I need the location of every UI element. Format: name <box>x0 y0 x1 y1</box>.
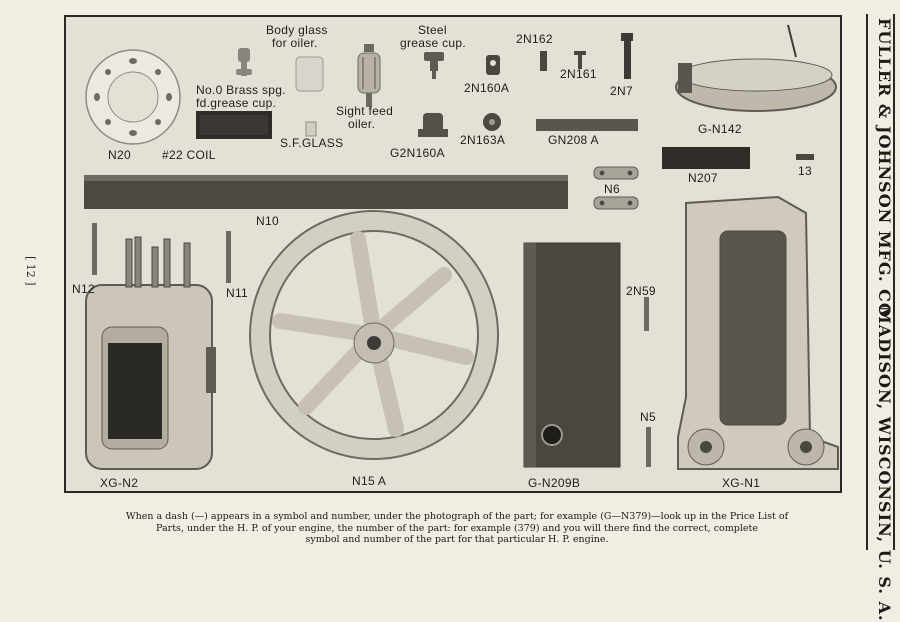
company-name: FULLER & JOHNSON MFG. CO. <box>875 18 894 324</box>
brackets-n6 <box>593 166 639 210</box>
catalog-page: [ 12 ] <box>24 14 895 622</box>
pin-13 <box>796 154 814 160</box>
label-sight-feed-1: Sight feed <box>336 104 394 118</box>
label-gn208a: GN208 A <box>548 133 599 147</box>
label-n20: N20 <box>108 148 131 162</box>
sf-glass <box>305 121 317 137</box>
tank-gn209b <box>523 242 621 468</box>
label-n12: N12 <box>72 282 95 296</box>
pin-2n162 <box>540 51 547 71</box>
pin-2n59 <box>644 297 649 331</box>
page-number: [ 12 ] <box>24 256 37 286</box>
sidebar-rule-left <box>866 14 868 550</box>
label-2n7: 2N7 <box>610 84 633 98</box>
sidebar-rule-right <box>893 14 895 550</box>
label-n11: N11 <box>226 286 249 300</box>
label-n10: N10 <box>256 214 279 228</box>
part-g2n160a <box>418 113 448 137</box>
footnote-line-1: When a dash (—) appears in a symbol and … <box>125 511 789 522</box>
label-n15a: N15 A <box>352 474 387 488</box>
sight-feed-oiler <box>357 44 381 107</box>
grease-cup-small <box>236 48 252 76</box>
label-g2n160a: G2N160A <box>390 146 445 160</box>
label-no0-brass-2: fd.grease cup. <box>196 96 277 110</box>
bolt-2n7 <box>621 33 633 79</box>
label-2n161: 2N161 <box>560 67 597 81</box>
label-2n59: 2N59 <box>626 284 656 298</box>
company-location: MADISON, WISCONSIN, U. S. A. <box>875 306 894 622</box>
steel-grease-cup <box>424 52 444 79</box>
flywheel-n15a <box>249 210 499 460</box>
parts-photo-plate: Body glass for oiler. Steel grease cup. … <box>64 15 842 493</box>
label-n5: N5 <box>640 410 656 424</box>
label-gn209b: G-N209B <box>528 476 581 490</box>
cylinder-head-xgn2 <box>85 236 216 470</box>
label-xgn2: XG-N2 <box>100 476 139 490</box>
label-2n163a: 2N163A <box>460 133 506 147</box>
bar-gn208a <box>536 119 638 131</box>
label-xgn1: XG-N1 <box>722 476 761 490</box>
parts-illustration <box>84 24 839 470</box>
pin-n12 <box>92 223 97 275</box>
label-2n160a: 2N160A <box>464 81 510 95</box>
label-steel: Steel <box>418 23 447 37</box>
label-sf-glass: S.F.GLASS <box>280 136 344 150</box>
screw-2n161 <box>574 51 586 69</box>
label-sight-feed-2: oiler. <box>348 117 376 131</box>
footnote-line-3: symbol and number of the part for that p… <box>305 534 609 545</box>
footnote-line-2: Parts, under the H. P. of your engine, t… <box>156 522 758 534</box>
label-2n162: 2N162 <box>516 32 553 46</box>
pin-n11 <box>226 231 231 283</box>
label-for-oiler: for oiler. <box>272 36 318 50</box>
label-n207: N207 <box>688 171 718 185</box>
body-glass <box>295 56 324 92</box>
pin-n5 <box>646 427 651 467</box>
gasket-ring-n20 <box>85 49 181 145</box>
band-gn142 <box>675 24 837 112</box>
label-grease-cup: grease cup. <box>400 36 467 50</box>
frame-xgn1 <box>677 195 839 470</box>
label-coil: #22 COIL <box>162 148 216 162</box>
label-no0-brass-1: No.0 Brass spg. <box>196 83 286 97</box>
bar-n207 <box>662 147 750 169</box>
label-body-glass: Body glass <box>266 23 328 37</box>
label-13: 13 <box>798 164 812 178</box>
footnote: When a dash (—) appears in a symbol and … <box>62 511 852 546</box>
label-gn142: G-N142 <box>698 122 742 136</box>
label-n6: N6 <box>604 182 620 196</box>
